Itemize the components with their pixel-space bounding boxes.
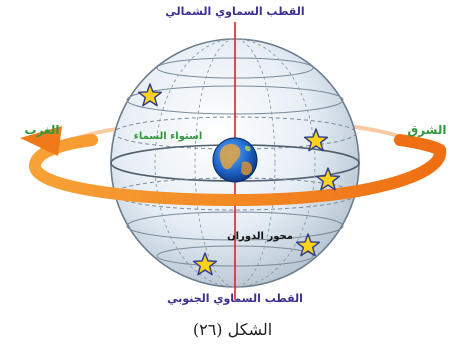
north-pole-label: القطب السماوي الشمالي [165,5,304,18]
star-icon [315,167,341,191]
star-icon [137,83,163,107]
stars [137,83,341,276]
meridian-lines [154,38,316,288]
earth-icon [212,137,258,183]
star-icon [192,252,218,276]
rotation-axis-label: محور الدوران [227,231,293,242]
west-label: الغرب [25,123,60,137]
rotation-arrow-icon [20,126,447,207]
east-label: الشرق [407,123,446,137]
figure-caption: الشكل (٢٦) [192,320,273,339]
star-icon [303,128,329,152]
star-icon [295,233,321,257]
south-pole-label: القطب السماوي الجنوبي [167,292,303,305]
celestial-equator-label: استواء السماء [134,131,203,142]
